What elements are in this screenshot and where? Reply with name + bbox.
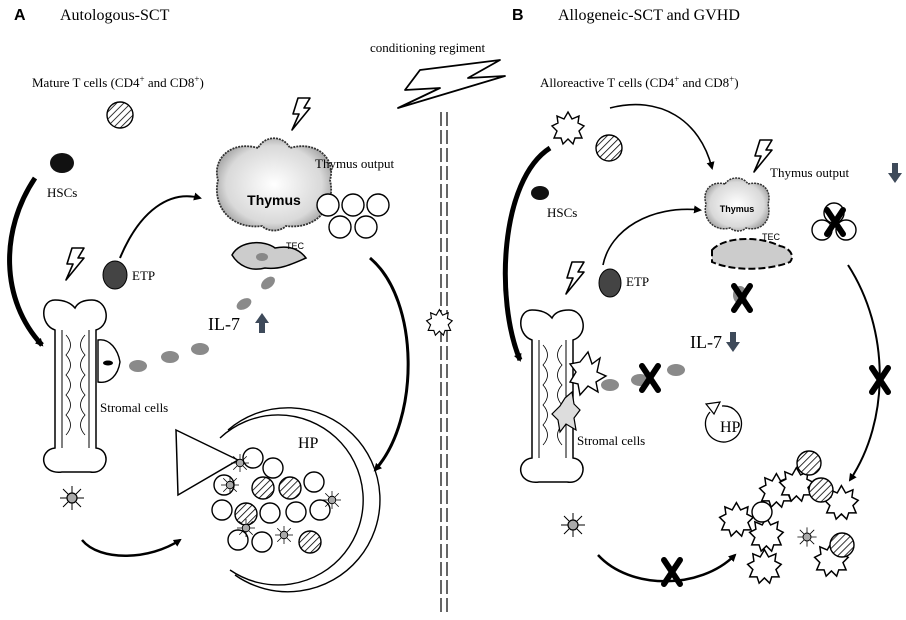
mature-t-cell-icon — [595, 134, 623, 162]
thymus-output-cells-a — [316, 193, 390, 239]
hsc-icon — [50, 153, 74, 173]
stromal-cells-label-a: Stromal cells — [100, 400, 168, 415]
etp-label-a: ETP — [132, 268, 155, 283]
thymus-to-hp-arrow — [369, 256, 410, 472]
hp-cells-a — [211, 447, 331, 554]
alloreactive-cell-icon — [550, 110, 586, 146]
tec-nucleus-icon — [256, 253, 268, 261]
panel-a-letter: A — [14, 7, 26, 24]
conditioning-label: conditioning regiment — [370, 40, 486, 55]
dendritic-cell-icon — [274, 525, 294, 545]
stromal-cells-label-b: Stromal cells — [577, 433, 645, 448]
thymus-label-a: Thymus — [247, 192, 301, 208]
hscs-label-b: HSCs — [547, 205, 577, 220]
lightning-icon — [291, 97, 311, 131]
hscs-label-a: HSCs — [47, 185, 77, 200]
il7-particles-a — [129, 276, 275, 372]
hp-label-b: HP — [720, 419, 741, 436]
tec-label-b: TEC — [762, 232, 781, 242]
hp-label-a: HP — [298, 435, 319, 452]
thymus-label-b: Thymus — [720, 204, 755, 214]
hsc-icon — [531, 186, 549, 200]
hsc-to-bone-arrow — [502, 145, 552, 362]
panel-a: A Autologous-SCT Mature T cells (CD4+ an… — [7, 7, 410, 593]
dendritic-cell-icon — [322, 490, 342, 510]
center-divider: conditioning regiment — [370, 40, 506, 612]
lightning-icon — [565, 261, 585, 295]
etp-icon — [598, 268, 622, 298]
allo-to-thymus-arrow — [609, 103, 715, 170]
etp-to-thymus-arrow — [602, 205, 702, 266]
etp-to-thymus-arrow — [119, 192, 202, 259]
dendritic-cell-icon — [230, 453, 250, 473]
panel-a-title: Autologous-SCT — [60, 7, 170, 24]
hp-cycle-a — [175, 407, 381, 593]
dendritic-cell-icon — [796, 526, 818, 548]
damaged-stromal-icon — [426, 309, 453, 336]
hsc-to-bone-arrow — [7, 176, 44, 347]
hp-cycle-b — [704, 401, 743, 443]
down-arrow-icon — [888, 163, 902, 183]
il7-label-b: IL-7 — [690, 332, 722, 352]
hp-arrowhead-icon — [175, 428, 240, 497]
up-arrow-icon — [255, 313, 269, 333]
etp-label-b: ETP — [626, 274, 649, 289]
thymus-output-label-b: Thymus output — [770, 165, 849, 180]
down-arrow-icon — [726, 332, 740, 352]
etp-icon — [102, 260, 128, 290]
mature-t-cells-label: Mature T cells (CD4+ and CD8+) — [32, 74, 204, 90]
il7-label-a: IL-7 — [208, 314, 240, 334]
damaged-stromal-icon — [551, 390, 581, 434]
dendritic-cell-icon — [560, 512, 586, 538]
dendritic-cell-icon — [236, 518, 256, 538]
panel-b: B Allogeneic-SCT and GVHD Alloreactive T… — [426, 7, 902, 584]
dendritic-cell-icon — [59, 485, 85, 511]
thymus-icon-a — [215, 137, 333, 232]
damaged-stromal-icon — [568, 350, 608, 397]
bone-marrow-icon-a — [42, 299, 107, 473]
tec-icon-b — [711, 237, 793, 270]
dendritic-cell-icon — [220, 475, 240, 495]
thymus-output-label-a: Thymus output — [315, 156, 394, 171]
mature-t-cell-icon — [106, 101, 134, 129]
alloreactive-t-cells-label: Alloreactive T cells (CD4+ and CD8+) — [540, 74, 739, 90]
panel-b-letter: B — [512, 7, 524, 24]
dc-to-hp-arrow — [81, 538, 182, 557]
lightning-icon — [65, 247, 85, 281]
panel-b-title: Allogeneic-SCT and GVHD — [558, 7, 740, 24]
conditioning-lightning-icon — [397, 59, 506, 109]
stromal-nucleus-icon — [103, 360, 113, 366]
bone-marrow-icon-b — [519, 309, 584, 483]
tec-label-a: TEC — [286, 241, 305, 251]
thymus-icon-b — [704, 177, 770, 232]
alloreactive-expansion-b — [718, 450, 859, 584]
tec-icon-a — [231, 241, 308, 270]
